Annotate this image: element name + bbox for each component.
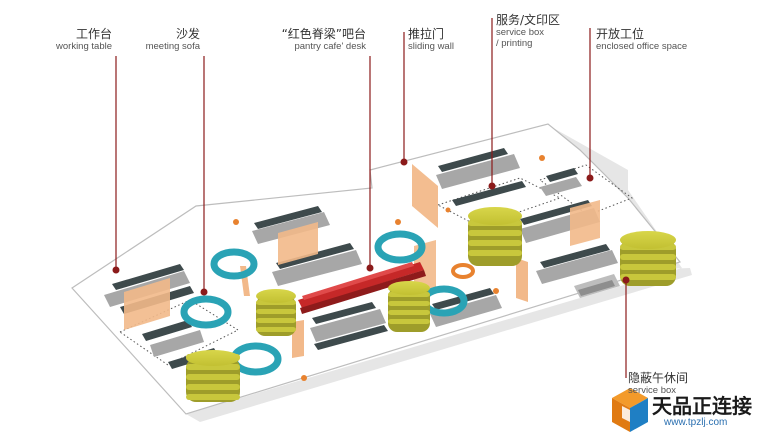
watermark: 天品正连接 www.tpzlj.com [608, 384, 766, 437]
partitions [124, 164, 600, 358]
dotted-zone-mid [436, 177, 562, 227]
label-en: working table [56, 40, 112, 52]
label-zh: “红色脊梁”吧台 [281, 27, 366, 41]
leader-dots [112, 158, 630, 296]
label-enclosed-office: 开放工位 enclosed office space [596, 27, 716, 53]
table-bar [430, 295, 502, 327]
pods [186, 207, 676, 402]
watermark-logo [612, 388, 648, 432]
label-zh: 服务/文印区 [496, 13, 561, 27]
table-bar [536, 250, 618, 284]
sofa-ring [180, 295, 232, 329]
partition-panel [412, 164, 438, 228]
watermark-url: www.tpzlj.com [664, 417, 728, 428]
pod-stack [468, 207, 522, 266]
ring-sofas [180, 230, 475, 376]
partition-panel [516, 258, 528, 302]
label-en-2: / printing [496, 37, 533, 49]
pod-stack [186, 350, 240, 402]
table-bar [540, 177, 582, 196]
table-bar [314, 325, 388, 350]
pod-stack [620, 231, 676, 286]
pod-stack [388, 281, 430, 332]
label-pantry-desk: “红色脊梁”吧台 pantry cafe' desk [250, 27, 366, 53]
partition-panel [278, 222, 318, 265]
table-bar [546, 168, 578, 182]
label-en: service box [628, 384, 677, 396]
sofa-ring [210, 248, 258, 280]
table-bar [276, 243, 354, 269]
label-zh: 推拉门 [408, 27, 445, 41]
table-bar [310, 309, 386, 342]
table-bar [112, 264, 184, 290]
floor-slab [71, 123, 682, 415]
label-en: pantry cafe' desk [294, 40, 366, 52]
table-bar [452, 181, 526, 206]
table-bar [254, 206, 322, 229]
watermark-title: 天品正连接 [652, 394, 752, 418]
table-bar [436, 154, 520, 189]
table-bar [150, 330, 204, 357]
leader-lines [115, 18, 627, 378]
label-zh: 开放工位 [596, 27, 645, 41]
table-bar [578, 280, 615, 296]
partition-panel [124, 278, 170, 330]
pantry-counter [298, 262, 426, 314]
table-bar [272, 250, 362, 286]
table-bar [540, 244, 610, 268]
label-nap-box: 隐蔽午休间 service box [628, 371, 708, 397]
pod-stack [256, 289, 296, 336]
sofa-ring [374, 230, 426, 264]
table-bar [438, 148, 508, 172]
label-service-box: 服务/文印区 service box / printing [496, 13, 586, 50]
accent-dots [233, 155, 545, 381]
table-bar [142, 320, 192, 341]
label-en: service box [496, 26, 545, 38]
label-meeting-sofa: 沙发 meeting sofa [126, 27, 200, 53]
label-en: sliding wall [408, 40, 454, 52]
label-zh: 隐蔽午休间 [628, 371, 689, 385]
label-en: enclosed office space [596, 40, 688, 52]
partition-panel [570, 200, 600, 246]
label-zh: 沙发 [175, 27, 200, 41]
label-en: meeting sofa [145, 40, 200, 52]
table-bar [520, 200, 592, 225]
sofa-ring [451, 263, 475, 279]
label-working-table: 工作台 working table [36, 27, 112, 53]
label-sliding-wall: 推拉门 sliding wall [408, 27, 488, 53]
table-bar [312, 302, 376, 324]
table-bar [252, 212, 330, 244]
label-zh: 工作台 [75, 27, 112, 41]
